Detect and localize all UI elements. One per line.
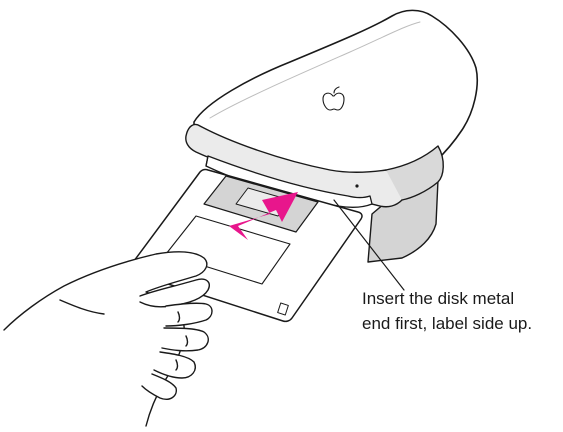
- callout-text: Insert the disk metal end first, label s…: [362, 286, 562, 336]
- eject-button-hole: [355, 184, 358, 187]
- callout-line-1: Insert the disk metal: [362, 286, 562, 311]
- hand-middle-finger: [162, 328, 208, 351]
- hand-index-finger: [166, 303, 212, 326]
- hand: [4, 252, 212, 426]
- callout-line-2: end first, label side up.: [362, 311, 562, 336]
